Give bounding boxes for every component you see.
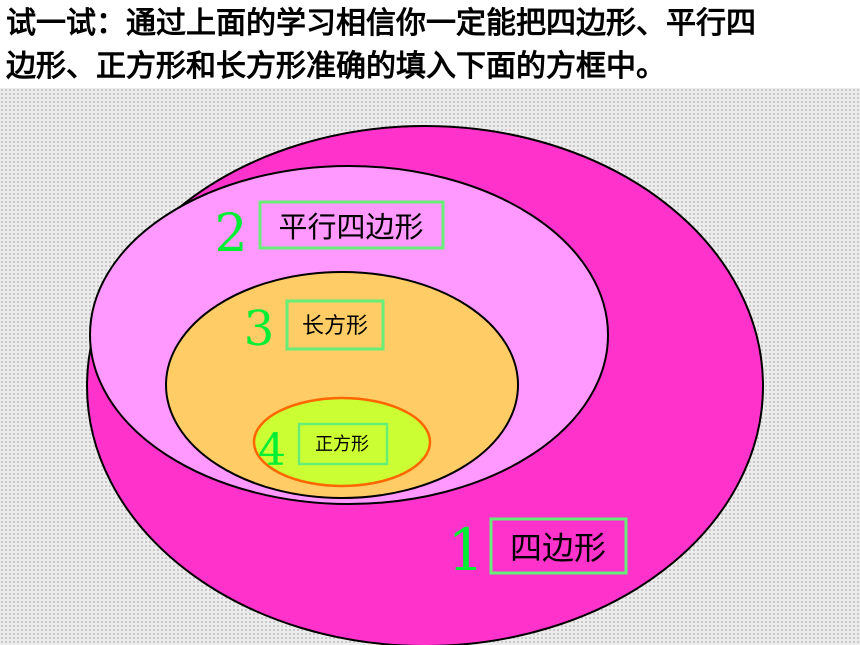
- label-rectangle: 长方形: [302, 314, 368, 339]
- instruction-line-1: 试一试：通过上面的学习相信你一定能把四边形、平行四: [6, 6, 756, 41]
- region-number-1: 1: [448, 516, 485, 584]
- label-quadrilateral: 四边形: [510, 529, 606, 567]
- label-square: 正方形: [315, 434, 369, 455]
- label-parallelogram: 平行四边形: [278, 210, 423, 244]
- instruction-line-2: 边形、正方形和长方形准确的填入下面的方框中。: [6, 49, 666, 84]
- label-box-parallelogram[interactable]: [258, 200, 445, 250]
- label-box-rectangle[interactable]: [285, 299, 385, 351]
- region-number-3: 3: [244, 301, 275, 357]
- region-number-2: 2: [214, 204, 247, 264]
- region-number-4: 4: [258, 425, 286, 476]
- label-box-square[interactable]: [297, 422, 389, 466]
- label-box-quadrilateral[interactable]: [489, 517, 628, 575]
- instruction-heading: 试一试：通过上面的学习相信你一定能把四边形、平行四 边形、正方形和长方形准确的填…: [6, 2, 856, 88]
